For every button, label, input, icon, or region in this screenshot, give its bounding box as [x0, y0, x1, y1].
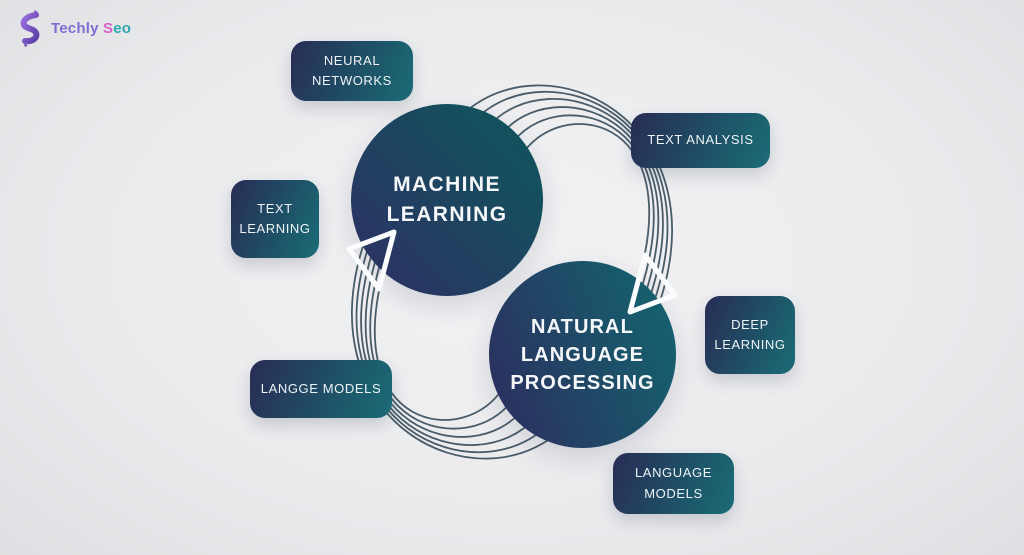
brand-name-e: e [113, 19, 122, 37]
brand-name-o: o [121, 19, 132, 37]
arc-line [355, 238, 550, 454]
node-text-analysis: TEXT ANALYSIS [631, 113, 770, 168]
arc-line [519, 123, 651, 286]
node-neural-networks: NEURAL NETWORKS [291, 41, 413, 101]
machine-learning-label: MACHINE LEARNING [386, 172, 508, 226]
arc-line [500, 106, 660, 296]
circle-machine-learning: MACHINE LEARNING [351, 104, 543, 296]
arc-line [364, 248, 524, 438]
node-deep-learning: DEEP LEARNING [705, 296, 795, 374]
arc-line [373, 258, 505, 421]
brand-name-techly: Techly [51, 19, 99, 37]
node-text-learning: TEXT LEARNING [231, 180, 319, 258]
purple-brush-s-icon [20, 10, 40, 47]
arc-line [474, 90, 669, 306]
arc-line [351, 233, 564, 460]
arc-line [510, 114, 655, 291]
arc-line [360, 243, 536, 446]
brand-name-s: S [102, 19, 114, 37]
node-langge-models: LANGGE MODELS [250, 360, 392, 418]
brand-name: Techly Seo [51, 20, 131, 37]
arc-line [488, 98, 664, 301]
node-language-models: LANGUAGE MODELS [613, 453, 734, 514]
circle-nlp: NATURAL LANGUAGE PROCESSING [489, 261, 676, 448]
arc-line [460, 84, 673, 311]
arc-line [369, 253, 514, 430]
nlp-label: NATURAL LANGUAGE PROCESSING [510, 315, 655, 394]
brand-logo: Techly Seo [16, 8, 131, 48]
